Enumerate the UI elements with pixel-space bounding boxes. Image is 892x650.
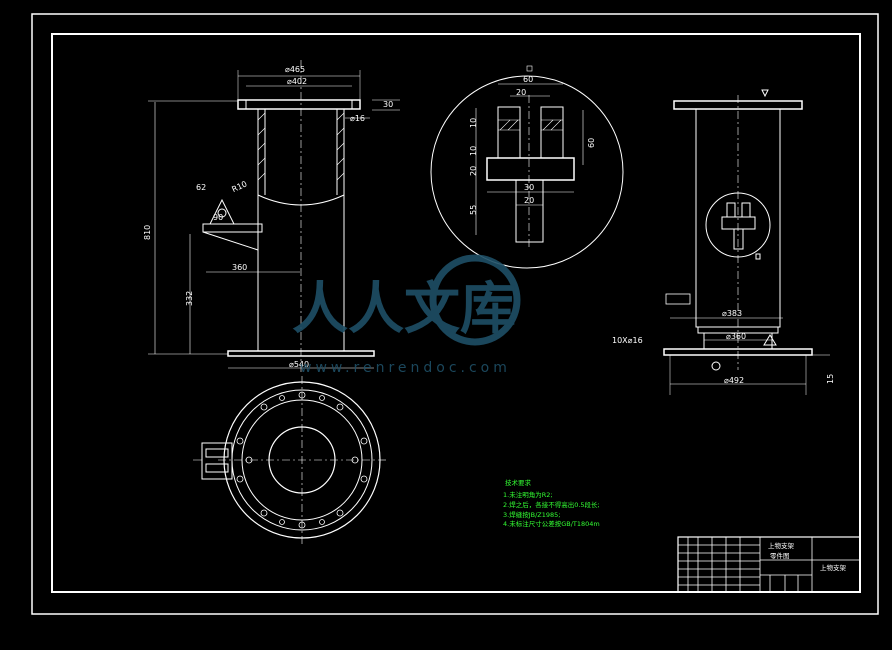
dim-base: ⌀540	[289, 360, 309, 369]
dim-flange-thk: 30	[383, 100, 393, 109]
big-part-name: 上物支架	[820, 563, 847, 572]
plan-view	[193, 376, 386, 544]
dim-55: 55	[469, 205, 478, 215]
dim-20b: 20	[524, 196, 534, 205]
note-3: 3.焊缝按JB/Z1985;	[503, 510, 560, 519]
dim-10a: 10	[469, 118, 478, 128]
watermark-url: www.renrendoc.com	[300, 360, 511, 376]
dim-30: 30	[524, 183, 534, 192]
dim-hole: ⌀16	[350, 114, 365, 123]
dim-slot: 20	[516, 88, 526, 97]
dim-360: ⌀360	[726, 332, 746, 341]
technical-notes: 技术要求 1.未注明角为R2; 2.焊之后，各接不得高出0.5段长; 3.焊缝按…	[503, 478, 600, 528]
dim-base-h: 332	[185, 291, 194, 306]
dim-height: 810	[143, 225, 152, 240]
watermark-brand: 人人文库	[292, 277, 516, 342]
side-dims: ⌀383 ⌀360 10X⌀16 ⌀492 15	[612, 309, 835, 385]
note-2: 2.焊之后，各接不得高出0.5段长;	[503, 500, 600, 509]
dim-offset: 360	[232, 263, 247, 272]
note-1: 1.未注明角为R2;	[503, 490, 553, 499]
watermark: 人人文库 www.renrendoc.com	[292, 254, 521, 376]
dim-lug-h1: 62	[196, 183, 206, 192]
note-4: 4.未标注尺寸公差按GB/T1804m	[503, 519, 600, 528]
front-view-dims: ⌀465 ⌀402 30 ⌀16 810 62 R10 90 360 332 ⌀…	[143, 65, 393, 369]
dim-id: ⌀402	[287, 77, 307, 86]
watermark-logo-icon	[429, 254, 521, 346]
inner-border	[51, 33, 861, 593]
dim-lug-w: 90	[213, 213, 223, 222]
dim-15: 15	[826, 374, 835, 384]
dim-383: ⌀383	[722, 309, 742, 318]
dim-holes: 10X⌀16	[612, 336, 643, 345]
dim-10b: 10	[469, 146, 478, 156]
dim-20: 20	[469, 166, 478, 176]
title-block-text: 上物支架 零件图 上物支架	[768, 541, 847, 572]
dim-492: ⌀492	[724, 376, 744, 385]
dim-side: 60	[587, 138, 596, 148]
front-view	[148, 60, 400, 375]
detail-dims: 60 20 10 10 20 55 60 30 20	[469, 75, 596, 215]
title-block	[677, 536, 861, 593]
dim-top: 60	[523, 75, 533, 84]
dim-od: ⌀465	[285, 65, 305, 74]
detail-view	[430, 65, 624, 269]
side-view	[663, 89, 830, 395]
notes-title: 技术要求	[505, 478, 532, 487]
outer-border	[31, 13, 879, 615]
dim-r: R10	[230, 179, 248, 194]
part-name: 上物支架	[768, 541, 795, 550]
drawing-type: 零件图	[770, 551, 790, 560]
